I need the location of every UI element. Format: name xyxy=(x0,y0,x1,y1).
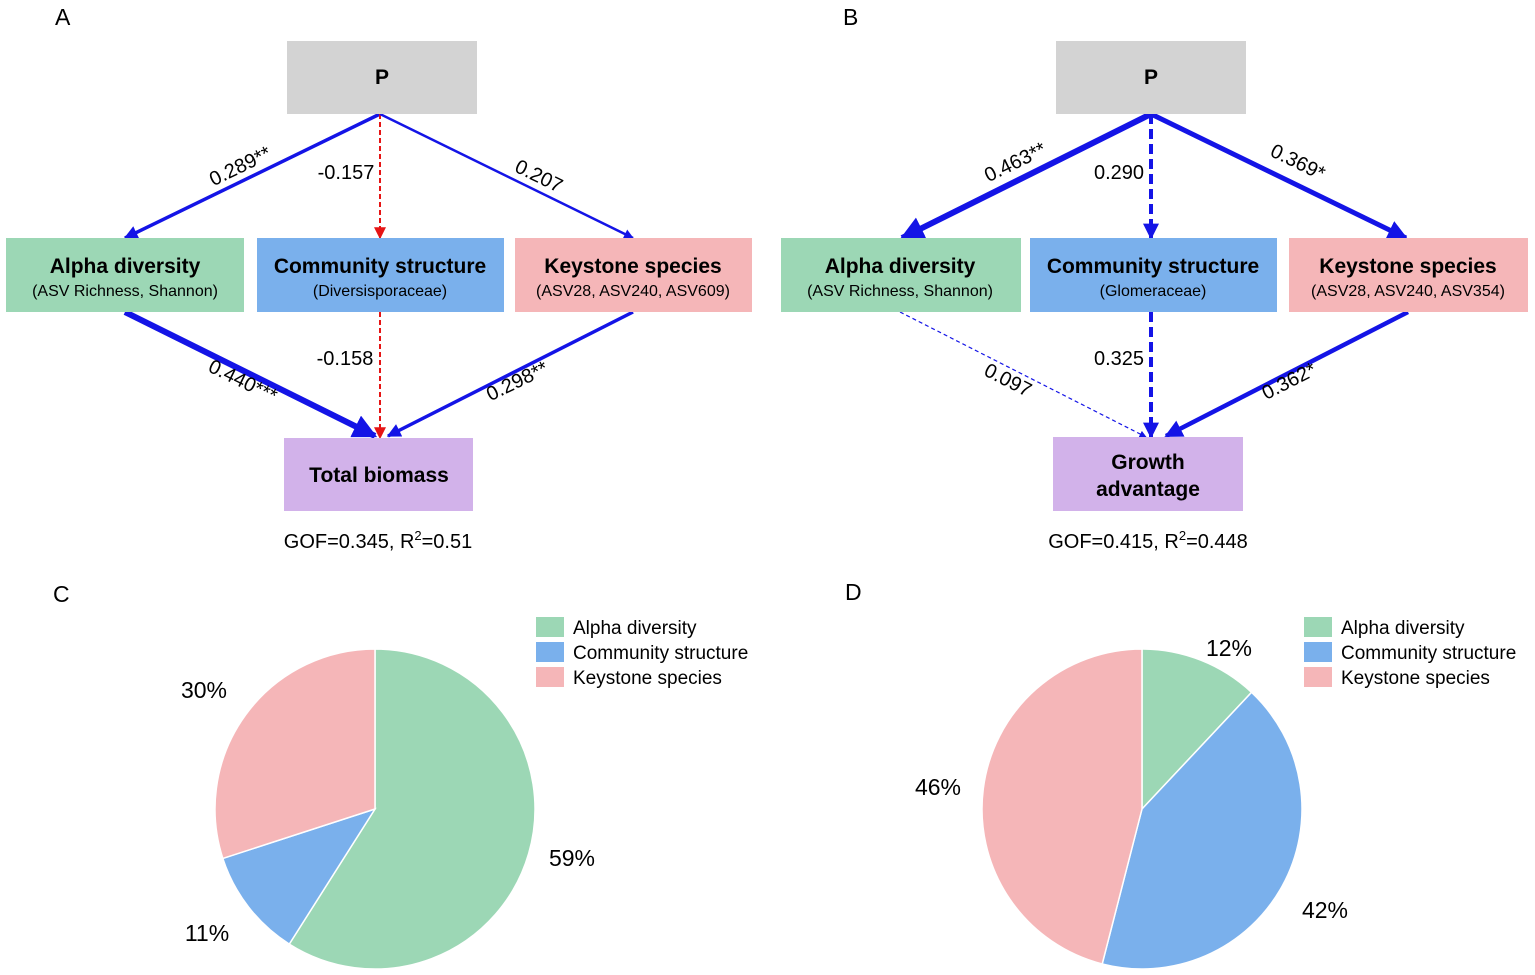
pie-c-label-alpha: 59% xyxy=(549,845,595,871)
coef-alpha-response: 0.097 xyxy=(980,359,1035,401)
path-alpha-to-response xyxy=(899,311,1147,438)
legend-label-keystone: Keystone species xyxy=(1341,668,1490,689)
path-keystone-to-response xyxy=(386,310,634,438)
panel-a: A P Alpha diversity (ASV Richness, Shann… xyxy=(6,4,752,553)
panel-b: B P Alpha diversity (ASV Richness, Shann… xyxy=(781,4,1528,553)
community-structure-box xyxy=(257,238,504,312)
legend-swatch-alpha xyxy=(1304,617,1332,637)
path-keystone-to-response xyxy=(1164,309,1410,439)
coef-p-keystone: 0.369* xyxy=(1267,140,1329,185)
keystone-species-sub: (ASV28, ASV240, ASV354) xyxy=(1311,283,1505,300)
alpha-diversity-sub: (ASV Richness, Shannon) xyxy=(32,283,218,300)
legend-c: Alpha diversity Community structure Keys… xyxy=(536,617,748,689)
pie-slice-alpha-diversity xyxy=(1141,648,1253,811)
predictor-box xyxy=(287,41,477,114)
legend-label-keystone: Keystone species xyxy=(573,668,722,689)
pie-c-label-community: 11% xyxy=(185,920,229,946)
gof-text: GOF=0.415, R2=0.448 xyxy=(1048,528,1248,553)
pie-slice-community-structure xyxy=(1101,691,1303,970)
community-structure-sub: (Glomeraceae) xyxy=(1100,283,1207,300)
legend-swatch-keystone xyxy=(1304,667,1332,687)
alpha-diversity-title: Alpha diversity xyxy=(50,255,201,278)
community-structure-box xyxy=(1030,238,1277,312)
gof-prefix: GOF=0.415, R xyxy=(1048,531,1179,553)
gof-suffix: =0.448 xyxy=(1186,531,1248,553)
panel-letter-b: B xyxy=(843,4,858,30)
legend-label-community: Community structure xyxy=(1341,643,1516,664)
legend-label-community: Community structure xyxy=(573,643,748,664)
gof-suffix: =0.51 xyxy=(422,531,473,553)
coef-community-response: -0.158 xyxy=(317,348,374,370)
pie-d-label-alpha: 12% xyxy=(1206,635,1252,661)
panel-c: C 59% 11% 30% Alpha diversity Community … xyxy=(53,581,748,970)
keystone-species-title: Keystone species xyxy=(1319,255,1496,278)
path-alpha-to-response xyxy=(123,309,378,439)
coef-p-community: -0.157 xyxy=(318,162,375,184)
coef-p-community: 0.290 xyxy=(1094,162,1144,184)
legend-d: Alpha diversity Community structure Keys… xyxy=(1304,617,1516,689)
gof-prefix: GOF=0.345, R xyxy=(284,531,415,553)
predictor-box xyxy=(1056,41,1246,114)
gof-text: GOF=0.345, R2=0.51 xyxy=(284,528,472,553)
legend-label-alpha: Alpha diversity xyxy=(1341,618,1465,639)
response-label-line1: Growth xyxy=(1111,451,1185,474)
coef-alpha-response: 0.440*** xyxy=(205,356,281,408)
community-structure-title: Community structure xyxy=(1047,255,1259,278)
predictor-label: P xyxy=(375,66,389,89)
legend-swatch-alpha xyxy=(536,617,564,637)
alpha-diversity-box xyxy=(781,238,1021,312)
coef-community-response: 0.325 xyxy=(1094,348,1144,370)
pie-slice-keystone-species xyxy=(214,648,376,860)
keystone-species-title: Keystone species xyxy=(544,255,721,278)
path-p-to-keystone xyxy=(1149,111,1408,241)
pie-slice-alpha-diversity xyxy=(288,648,536,970)
pie-c-label-keystone: 30% xyxy=(181,677,227,703)
keystone-species-box xyxy=(1289,238,1528,312)
response-label-line2: advantage xyxy=(1096,478,1200,501)
legend-label-alpha: Alpha diversity xyxy=(573,618,697,639)
legend-swatch-keystone xyxy=(536,667,564,687)
pie-slice-community-structure xyxy=(221,807,377,946)
panel-letter-a: A xyxy=(55,4,71,30)
path-p-to-keystone xyxy=(379,112,634,240)
path-p-to-alpha xyxy=(123,112,381,240)
response-box xyxy=(1053,437,1243,511)
keystone-species-box xyxy=(515,238,752,312)
gof-superscript: 2 xyxy=(1179,528,1186,543)
response-label: Total biomass xyxy=(309,464,449,487)
legend-swatch-community xyxy=(536,642,564,662)
coef-keystone-response: 0.362* xyxy=(1259,359,1321,405)
path-p-to-alpha xyxy=(899,111,1153,241)
gof-superscript: 2 xyxy=(414,528,421,543)
response-box xyxy=(284,438,473,511)
alpha-diversity-box xyxy=(6,238,244,312)
pie-d-label-community: 42% xyxy=(1302,897,1348,923)
pie-chart-c xyxy=(214,648,536,970)
panel-letter-d: D xyxy=(845,579,862,605)
alpha-diversity-title: Alpha diversity xyxy=(825,255,976,278)
pie-d-label-keystone: 46% xyxy=(915,774,961,800)
panel-d: D 12% 42% 46% Alpha diversity Community … xyxy=(845,579,1516,970)
predictor-label: P xyxy=(1144,66,1158,89)
community-structure-sub: (Diversisporaceae) xyxy=(313,283,447,300)
community-structure-title: Community structure xyxy=(274,255,486,278)
panel-letter-c: C xyxy=(53,581,70,607)
legend-swatch-community xyxy=(1304,642,1332,662)
pie-chart-d xyxy=(981,648,1303,970)
alpha-diversity-sub: (ASV Richness, Shannon) xyxy=(807,283,993,300)
keystone-species-sub: (ASV28, ASV240, ASV609) xyxy=(536,283,730,300)
pie-slice-keystone-species xyxy=(981,648,1143,965)
coef-keystone-response: 0.298** xyxy=(483,357,552,406)
